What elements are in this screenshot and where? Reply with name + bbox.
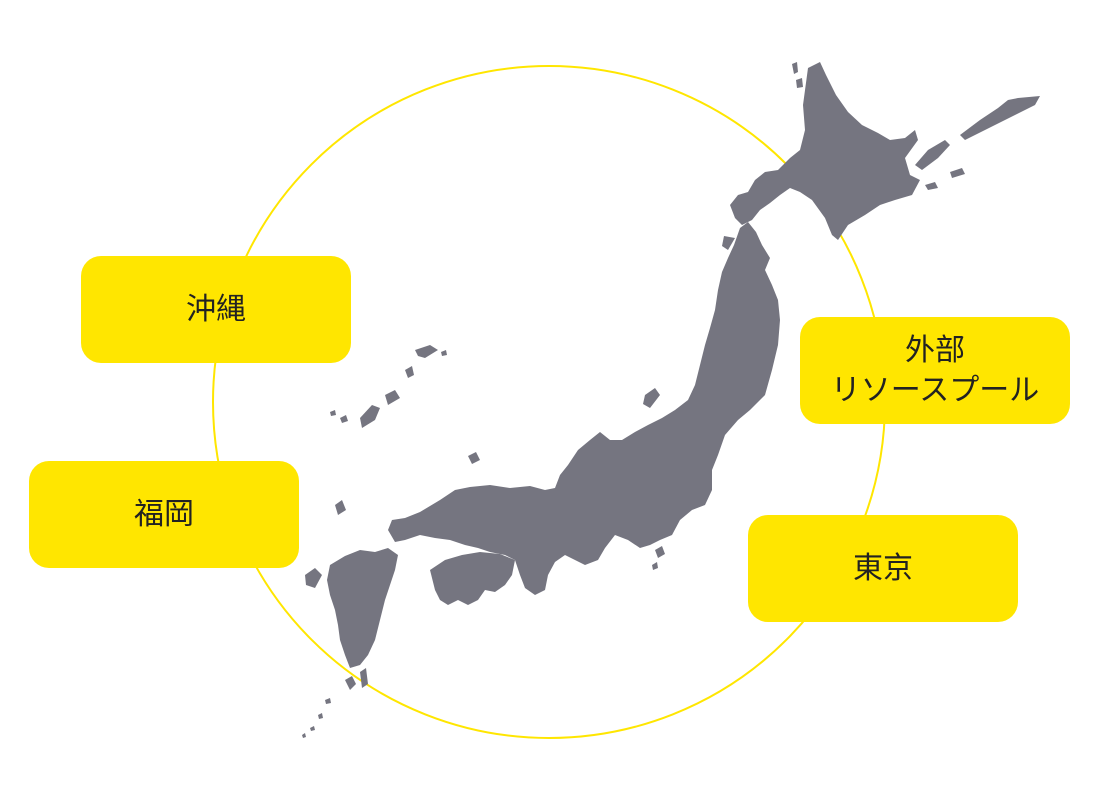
location-okinawa-label: 沖縄 — [186, 291, 246, 327]
location-tokyo: 東京 — [748, 515, 1018, 622]
location-external-resource-pool: 外部 リソースプール — [800, 317, 1070, 424]
external-label-line2: リソースプール — [830, 372, 1040, 408]
location-fukuoka-label: 福岡 — [134, 496, 194, 532]
location-tokyo-label: 東京 — [853, 550, 913, 586]
location-okinawa: 沖縄 — [81, 256, 351, 363]
external-label-line1: 外部 — [905, 332, 965, 368]
location-fukuoka: 福岡 — [29, 461, 299, 568]
